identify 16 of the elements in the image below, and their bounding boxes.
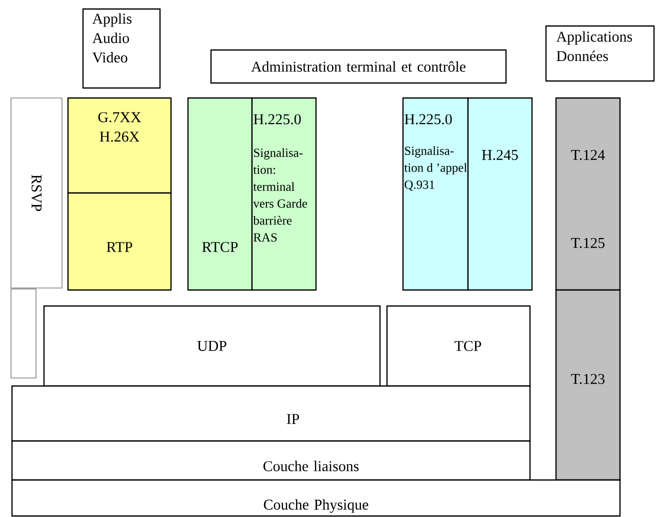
protocol-box: UDP [43,305,381,387]
layer-box: Couche liaisons [11,440,531,481]
label-box: Applications Données [545,25,655,82]
protocol-box: RTCP [187,97,253,291]
protocol-box: H.225.0 Signalisa- tion: terminal vers Garde barrière RAS [251,97,317,291]
protocol-box: G.7XX H.26X [67,97,172,194]
protocol-box: T.123 [555,289,621,481]
protocol-box: H.225.0 Signalisa- tion d ’appel Q.931 [402,97,469,291]
protocol-box: H.245 [467,97,533,291]
label-box: Administration terminal et contrôle [210,49,507,84]
label-box: Applis Audio Video [82,8,161,89]
layer-box: Couche Physique [11,479,621,517]
empty-box [10,288,36,378]
protocol-box: RTP [67,192,172,291]
protocol-box: TCP [386,305,531,387]
protocol-box: T.124 T.125 [555,97,621,291]
